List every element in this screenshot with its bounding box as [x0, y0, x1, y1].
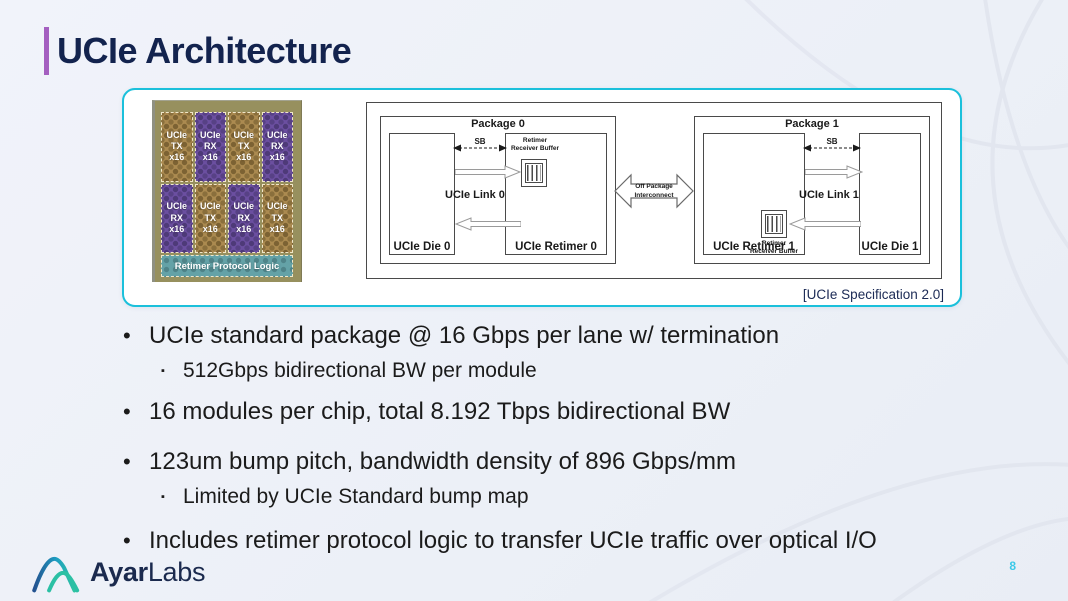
- sb-label-1: SB: [826, 137, 838, 146]
- title-accent-bar: [44, 27, 49, 75]
- package0-box: Package 0 UCIe Die 0 UCIe Retimer 0 SB R…: [380, 116, 616, 264]
- retimer-protocol-logic-bar: Retimer Protocol Logic: [161, 255, 293, 277]
- ucie-link0-label: UCIe Link 0: [445, 189, 505, 201]
- chip-block-tx: UCIe TX x16: [161, 112, 193, 182]
- ucie-retimer0-label: UCIe Retimer 0: [515, 241, 597, 253]
- link-arrow-right-0: [455, 165, 521, 179]
- ayarlabs-logo: AyarLabs: [30, 551, 206, 593]
- bullet-subitem: Limited by UCIe Standard bump map: [161, 484, 1031, 510]
- off-package-interconnect-arrow: Off Package Interconnect: [614, 169, 694, 213]
- chip-block-rx: UCIe RX x16: [161, 183, 193, 253]
- ayarlabs-logo-icon: [32, 556, 80, 593]
- slide-header: UCIe Architecture: [44, 27, 352, 75]
- bullet-item: Includes retimer protocol logic to trans…: [121, 526, 1031, 556]
- chip-die-image: UCIe TX x16 UCIe RX x16 UCIe TX x16 UCIe…: [152, 100, 302, 282]
- chip-block-tx: UCIe TX x16: [261, 183, 293, 253]
- sb-arrow-0: SB: [453, 137, 507, 152]
- chip-block-tx: UCIe TX x16: [228, 112, 260, 182]
- retimer-receiver-buffer-icon-1: [761, 210, 787, 238]
- chip-block-rx: UCIe RX x16: [194, 112, 226, 182]
- chip-block-rx: UCIe RX x16: [261, 112, 293, 182]
- page-number: 8: [1009, 559, 1016, 573]
- logo-text-ayar: Ayar: [90, 556, 148, 587]
- chip-block-tx: UCIe TX x16: [194, 183, 226, 253]
- link-arrow-left-0: [455, 217, 521, 231]
- retimer-receiver-buffer-label-0: Retimer Receiver Buffer: [510, 137, 560, 153]
- ucie-die0-label: UCIe Die 0: [393, 241, 451, 253]
- bullet-item: 123um bump pitch, bandwidth density of 8…: [121, 447, 1031, 477]
- bullet-subitem: 512Gbps bidirectional BW per module: [161, 358, 1031, 384]
- diagram-outer-rect: [366, 102, 942, 279]
- citation: [UCIe Specification 2.0]: [802, 287, 944, 302]
- chip-block-rx: UCIe RX x16: [228, 183, 260, 253]
- bullet-list: UCIe standard package @ 16 Gbps per lane…: [121, 321, 1031, 556]
- package1-box: Package 1 UCIe Retimer 1 UCIe Die 1 SB U: [694, 116, 930, 264]
- bullet-item: 16 modules per chip, total 8.192 Tbps bi…: [121, 397, 1031, 427]
- logo-text-labs: Labs: [147, 556, 206, 587]
- bullet-item: UCIe standard package @ 16 Gbps per lane…: [121, 321, 1031, 351]
- ucie-link1-label: UCIe Link 1: [799, 189, 859, 201]
- off-package-interconnect-label: Off Package Interconnect: [634, 182, 674, 199]
- page-title: UCIe Architecture: [57, 30, 352, 71]
- retimer-receiver-buffer-icon-0: [521, 159, 547, 187]
- retimer-receiver-buffer-label-1: Retimer Receiver Buffer: [749, 240, 799, 256]
- figure-container: UCIe TX x16 UCIe RX x16 UCIe TX x16 UCIe…: [122, 88, 962, 307]
- sb-label-0: SB: [474, 137, 486, 146]
- chip-block-grid: UCIe TX x16 UCIe RX x16 UCIe TX x16 UCIe…: [161, 112, 293, 253]
- ucie-die1-box: UCIe Die 1: [859, 133, 921, 255]
- ucie-die0-box: UCIe Die 0: [389, 133, 455, 255]
- ucie-retimer1-label: UCIe Retimer 1: [713, 241, 795, 253]
- link-arrow-right-1: [805, 165, 863, 179]
- ucie-block-diagram: Package 0 UCIe Die 0 UCIe Retimer 0 SB R…: [366, 102, 942, 279]
- ucie-retimer1-box: UCIe Retimer 1: [703, 133, 805, 255]
- link-arrow-left-1: [789, 217, 861, 231]
- package1-label: Package 1: [785, 118, 839, 130]
- sb-arrow-1: SB: [803, 137, 861, 152]
- ucie-retimer0-box: UCIe Retimer 0: [505, 133, 607, 255]
- package0-label: Package 0: [471, 118, 525, 130]
- ucie-die1-label: UCIe Die 1: [861, 241, 919, 253]
- ayarlabs-logo-text: AyarLabs: [90, 556, 206, 588]
